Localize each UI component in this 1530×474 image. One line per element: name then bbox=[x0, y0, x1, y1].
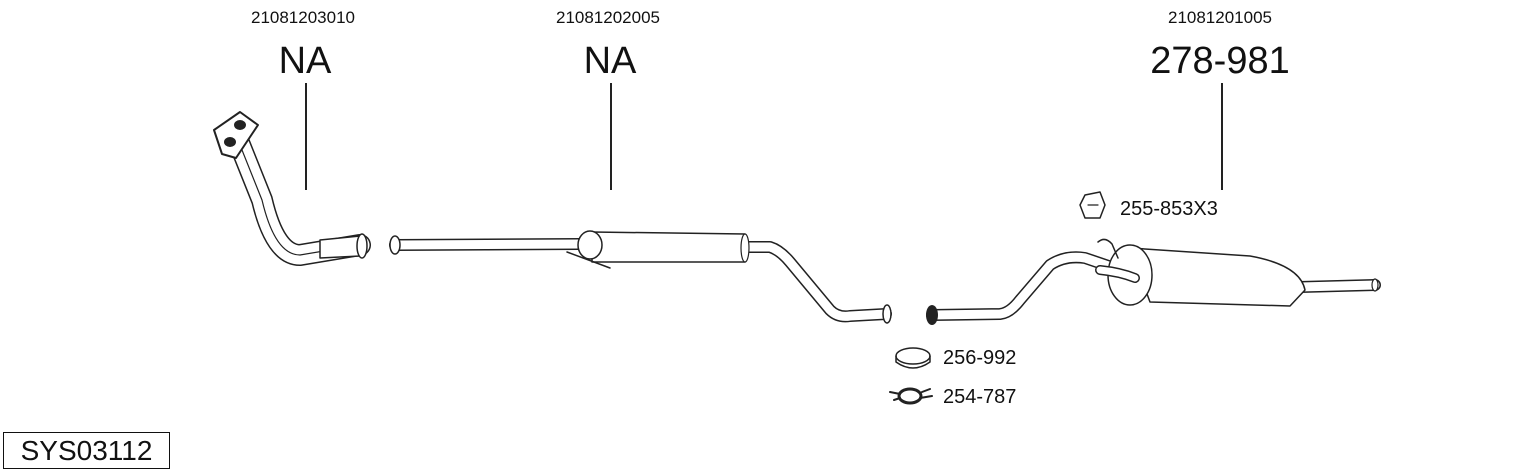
part-number-middle-silencer[interactable]: NA bbox=[583, 40, 637, 82]
leader-line bbox=[1221, 83, 1223, 190]
oe-number-middle-silencer: 21081202005 bbox=[555, 8, 661, 27]
rubber-mount-icon bbox=[1079, 191, 1106, 219]
leader-line bbox=[305, 83, 307, 190]
oe-number-front-pipe: 21081203010 bbox=[250, 8, 356, 27]
front-pipe-drawing bbox=[213, 111, 371, 266]
accessory-rubber-mount-label[interactable]: 255-853X3 bbox=[1120, 198, 1218, 220]
oe-number-rear-silencer: 21081201005 bbox=[1167, 8, 1273, 27]
accessory-pipe-clamp-label[interactable]: 254-787 bbox=[943, 386, 1017, 408]
system-code: SYS03112 bbox=[3, 432, 170, 469]
part-number-rear-silencer[interactable]: 278-981 bbox=[1150, 40, 1290, 82]
part-number-front-pipe[interactable]: NA bbox=[278, 40, 332, 82]
sealing-ring-icon bbox=[895, 347, 931, 369]
accessory-sealing-ring-label[interactable]: 256-992 bbox=[943, 347, 1017, 369]
pipe-clamp-icon bbox=[889, 387, 933, 405]
middle-silencer-drawing bbox=[389, 230, 892, 324]
rear-silencer-drawing bbox=[926, 238, 1381, 325]
leader-line bbox=[610, 83, 612, 190]
